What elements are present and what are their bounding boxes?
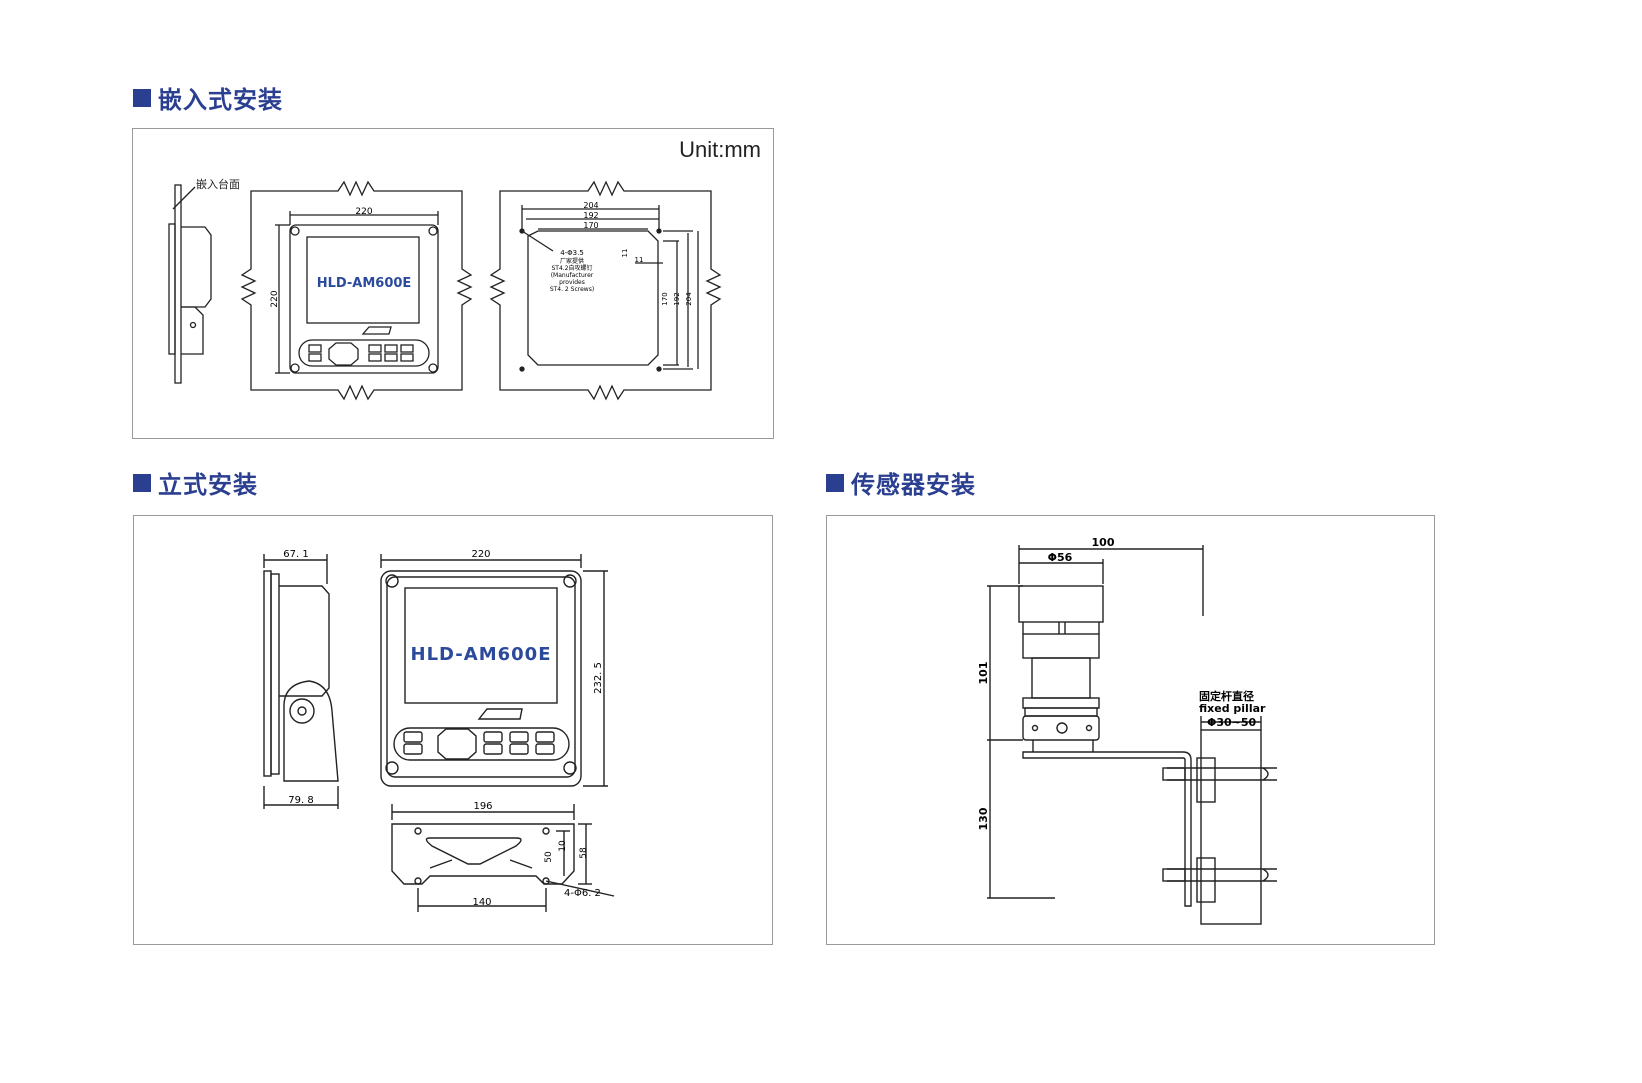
sensor-dim-101: 101: [977, 662, 990, 685]
standing-diagram-panel: HLD-AM600E 67. 1 79. 8 220 232. 5 196 14…: [133, 515, 773, 945]
panel-label-text: 嵌入台面: [196, 177, 240, 191]
cutout-dim-11a: 11: [621, 249, 629, 258]
section-heading-sensor: 传感器安装: [826, 465, 976, 500]
cutout-dim-v192: 192: [673, 292, 681, 305]
dim-220: 220: [471, 549, 490, 560]
cutout-note-3: (Manufacturer: [551, 272, 594, 279]
sensor-diagram-panel: 100 Φ56 101 130 固定杆直径 fixed pillar Φ30~5…: [826, 515, 1435, 945]
cutout-dim-v204: 204: [685, 292, 693, 306]
bracket-dim-10: 10: [558, 840, 568, 852]
bracket-dim-50: 50: [544, 851, 554, 863]
model-label: HLD-AM600E: [411, 644, 552, 665]
sensor-dim-100: 100: [1092, 536, 1115, 549]
front-mount-drawing: [240, 180, 473, 401]
cutout-note-1: 厂家提供: [560, 257, 584, 265]
side-profile-drawing: [168, 184, 212, 384]
cutout-dim-11b: 11: [635, 256, 644, 264]
heading-square-icon: [133, 88, 151, 107]
bracket-dim-140: 140: [472, 897, 491, 908]
sensor-dim-130: 130: [977, 807, 990, 830]
heading-square-icon: [826, 473, 844, 492]
cutout-dim-204: 204: [583, 201, 598, 210]
sensor-body-drawing: [1018, 585, 1104, 752]
cutout-note-2: ST4.2自攻螺钉: [551, 264, 592, 272]
dim-height: 220: [270, 290, 280, 307]
standing-diagram: HLD-AM600E 67. 1 79. 8 220 232. 5 196 14…: [263, 549, 615, 912]
cutout-hole-label: 4-Φ3.5: [560, 249, 584, 257]
section-heading-standing: 立式安装: [133, 465, 258, 500]
heading-square-icon: [133, 473, 151, 492]
dim-width: 220: [355, 207, 372, 217]
dim-232: 232. 5: [593, 662, 604, 694]
model-label: HLD-AM600E: [317, 276, 412, 291]
cutout-dim-192: 192: [583, 211, 598, 220]
pillar-label-3: Φ30~50: [1207, 716, 1257, 729]
pillar-label-1: 固定杆直径: [1199, 689, 1254, 703]
embedded-diagram-panel: Unit:mm: [132, 128, 774, 439]
heading-text: 立式安装: [158, 471, 258, 499]
cutout-note-5: ST4. 2 Screws): [550, 286, 594, 293]
bracket-dim-58: 58: [579, 847, 589, 859]
unit-label: Unit:mm: [679, 137, 761, 162]
cutout-dim-v170: 170: [661, 292, 669, 305]
sensor-dim-56: Φ56: [1048, 551, 1073, 564]
bracket-hole-label: 4-Φ6. 2: [564, 888, 601, 899]
section-heading-embedded: 嵌入式安装: [133, 80, 283, 115]
pillar-label-2: fixed pillar: [1199, 702, 1266, 715]
sensor-diagram: 100 Φ56 101 130 固定杆直径 fixed pillar Φ30~5…: [977, 536, 1277, 925]
mount-arm-drawing: [1022, 716, 1277, 925]
bracket-drawing: [391, 804, 615, 912]
bracket-dim-196: 196: [473, 801, 492, 812]
heading-text: 传感器安装: [851, 471, 976, 499]
cutout-dim-170: 170: [583, 221, 598, 230]
dim-67: 67. 1: [283, 549, 308, 560]
dim-79: 79. 8: [288, 795, 313, 806]
cutout-drawing: [489, 180, 722, 401]
front-view-drawing: [380, 554, 608, 787]
heading-text: 嵌入式安装: [158, 86, 283, 114]
cutout-note-4: provides: [559, 279, 585, 286]
side-view-drawing: [263, 554, 339, 809]
embedded-diagram: 嵌入台面 HLD-AM600E 220 220 204 192 170 11 1…: [168, 177, 722, 401]
